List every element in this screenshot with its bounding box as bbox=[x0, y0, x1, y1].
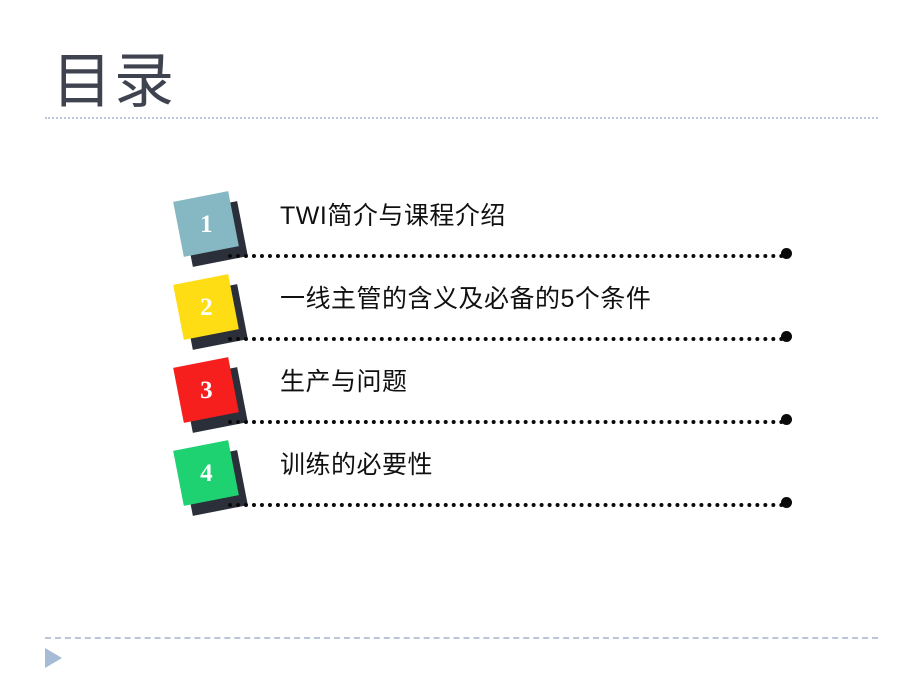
toc-row[interactable]: 1 TWI简介与课程介绍 bbox=[0, 188, 920, 272]
toc-marker-box: 2 bbox=[173, 274, 239, 340]
toc-marker-number: 1 bbox=[199, 210, 213, 238]
toc-marker-number: 3 bbox=[199, 376, 213, 404]
page-title: 目录 bbox=[52, 49, 176, 115]
toc-leader-end-dot bbox=[781, 248, 792, 259]
toc-leader-end-dot bbox=[781, 331, 792, 342]
toc-item-label[interactable]: 一线主管的含义及必备的5个条件 bbox=[280, 285, 652, 313]
toc-leader-end-dot bbox=[781, 414, 792, 425]
toc-row[interactable]: 4 训练的必要性 bbox=[0, 437, 920, 521]
toc-leader-end-dot bbox=[781, 497, 792, 508]
toc-row[interactable]: 3 生产与问题 bbox=[0, 354, 920, 438]
toc-leader-line bbox=[228, 337, 784, 341]
toc-leader-line bbox=[228, 420, 784, 424]
toc-marker-number: 2 bbox=[199, 293, 213, 321]
toc-leader-line bbox=[228, 254, 784, 258]
toc-marker-box: 3 bbox=[173, 357, 239, 423]
toc-item-label[interactable]: TWI简介与课程介绍 bbox=[280, 202, 506, 230]
toc-marker-box: 4 bbox=[173, 440, 239, 506]
toc-item-label[interactable]: 训练的必要性 bbox=[280, 451, 434, 479]
play-triangle-icon[interactable] bbox=[45, 648, 62, 668]
toc-row[interactable]: 2 一线主管的含义及必备的5个条件 bbox=[0, 271, 920, 355]
footer-divider bbox=[45, 637, 878, 639]
toc-leader-line bbox=[228, 503, 784, 507]
toc-marker-box: 1 bbox=[173, 191, 239, 257]
toc-item-label[interactable]: 生产与问题 bbox=[280, 368, 408, 396]
toc-marker-number: 4 bbox=[199, 459, 213, 487]
header-divider bbox=[45, 117, 878, 119]
